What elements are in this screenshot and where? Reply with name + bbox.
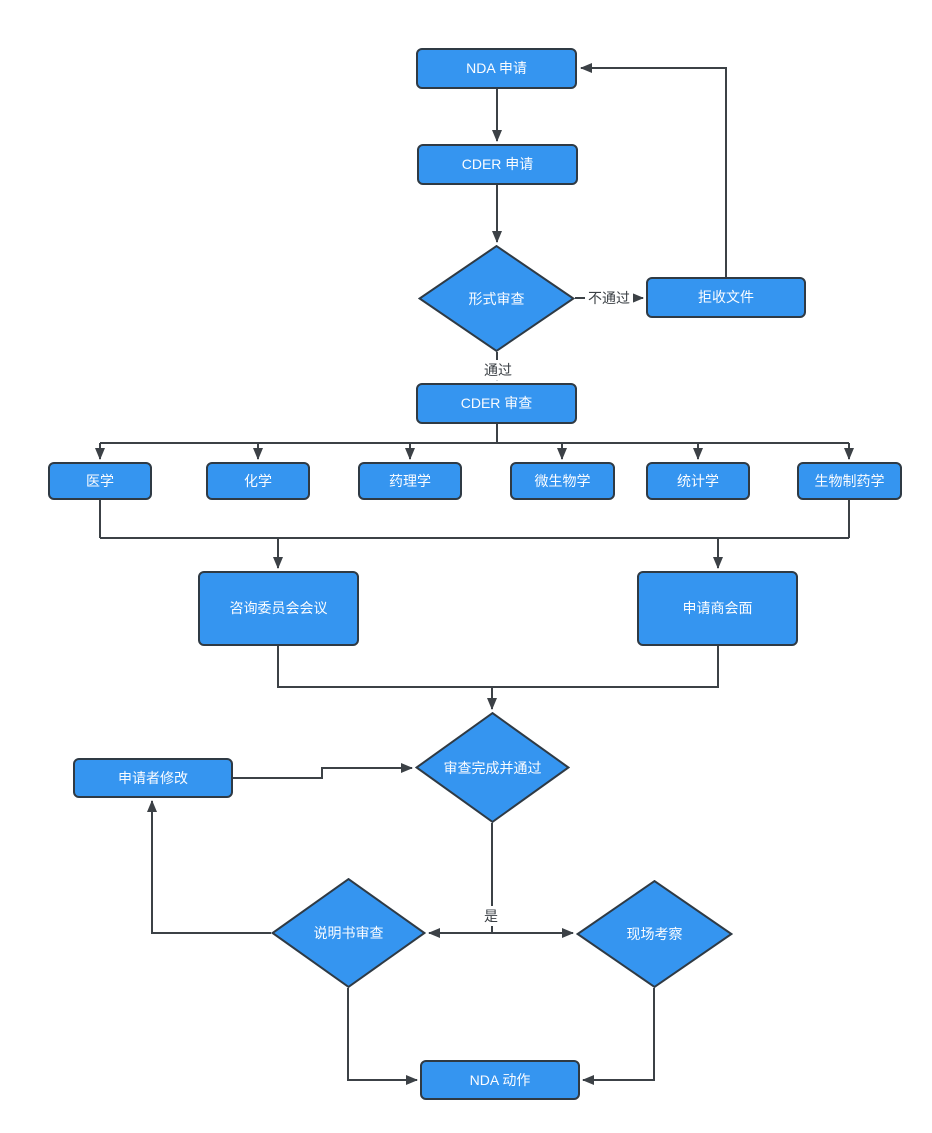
edge-reject-to-nda-apply [580,63,727,277]
node-label: 说明书审查 [313,925,384,941]
node-review-complete: 审查完成并通过 [415,712,570,823]
edge-label-pass: 通过 [481,360,515,380]
node-cder-apply: CDER 申请 [417,144,578,185]
node-label: CDER 申请 [461,156,534,173]
node-label: 咨询委员会会议 [229,600,328,617]
edge-site-inspection-to-nda-action [582,988,655,1085]
node-label: 审查完成并通过 [443,759,542,776]
diamond-shape [576,880,733,988]
edge-label-yes: 是 [481,906,501,926]
node-applicant-meeting: 申请商会面 [637,571,798,646]
node-label: 申请者修改 [118,769,188,786]
node-reject-files: 拒收文件 [646,277,806,318]
node-label: 形式审查 [468,290,525,307]
diamond-shape [415,712,570,823]
node-chemistry: 化学 [206,462,310,500]
node-medicine: 医学 [48,462,152,500]
node-microbiology: 微生物学 [510,462,615,500]
node-label: 生物制药学 [814,472,885,489]
node-label: 医学 [86,472,114,489]
node-label: NDA 动作 [469,1071,531,1088]
node-label: CDER 审查 [460,395,533,412]
diamond-shape [271,878,426,988]
node-label-review: 说明书审查 [271,878,426,988]
node-formal-review: 形式审查 [418,245,575,352]
node-pharmacology: 药理学 [358,462,462,500]
edge-applicant-meeting-join [492,646,719,688]
node-nda-action: NDA 动作 [420,1060,580,1100]
edge-applicant-modify-to-review-complete [233,763,413,779]
node-statistics: 统计学 [646,462,750,500]
diamond-shape [418,245,575,352]
node-nda-apply: NDA 申请 [416,48,577,89]
edge-advisory-to-review-complete [277,646,497,710]
node-label: 拒收文件 [698,289,754,306]
node-label: NDA 申请 [466,60,527,77]
node-cder-review: CDER 审查 [416,383,577,424]
node-applicant-modify: 申请者修改 [73,758,233,798]
node-label: 申请商会面 [682,600,753,617]
node-site-inspection: 现场考察 [576,880,733,988]
node-advisory-meeting: 咨询委员会会议 [198,571,359,646]
node-label: 药理学 [389,472,431,489]
edge-label-review-to-nda-action [347,988,418,1085]
edge-label-not-pass: 不通过 [585,288,633,308]
node-label: 统计学 [677,472,719,489]
node-label: 化学 [244,472,272,489]
node-label: 现场考察 [626,926,683,942]
node-label: 微生物学 [534,472,591,489]
edge-label-review-to-applicant-modify [147,800,271,934]
node-biopharmaceutics: 生物制药学 [797,462,902,500]
